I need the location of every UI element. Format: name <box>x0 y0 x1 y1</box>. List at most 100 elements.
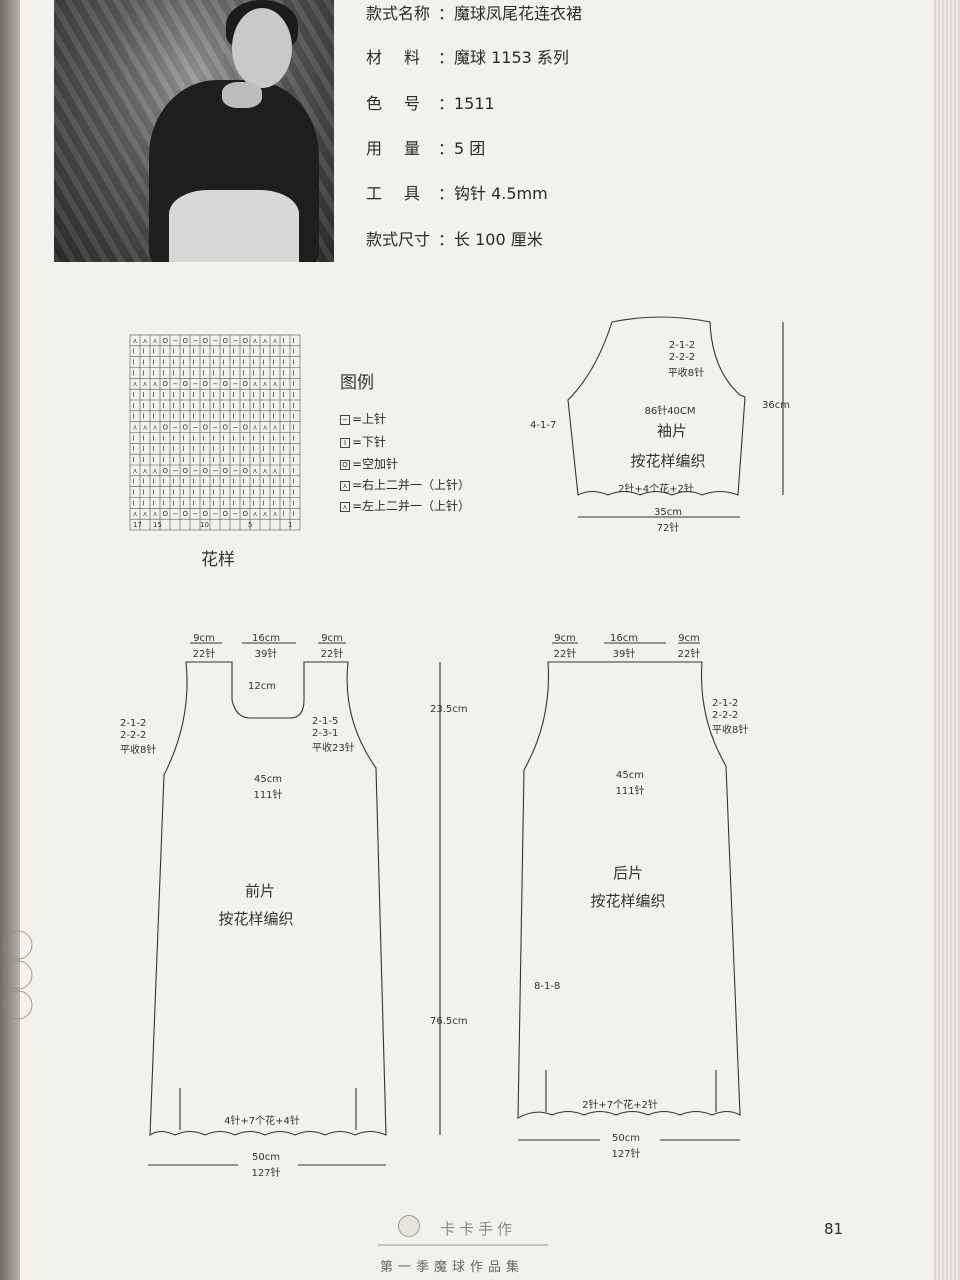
chart-symbol: I <box>283 402 285 410</box>
chart-symbol: ⋏ <box>153 510 158 518</box>
front-armhole-1: 2-1-2 <box>120 718 147 729</box>
chart-symbol: I <box>213 369 215 377</box>
chart-symbol: − <box>173 467 179 475</box>
chart-symbol: I <box>143 445 145 453</box>
chart-symbol: O <box>163 337 169 345</box>
chart-symbol: I <box>173 499 175 507</box>
chart-symbol: I <box>223 456 225 464</box>
chart-symbol: ⋏ <box>273 467 278 475</box>
chart-symbol: ⋏ <box>133 380 138 388</box>
legend-label: =下针 <box>352 435 387 449</box>
chart-symbol: I <box>213 478 215 486</box>
chart-symbol: O <box>223 380 229 388</box>
chart-symbol: I <box>213 359 215 367</box>
legend-item-left-dec: ⋏=左上二并一（上针） <box>340 497 470 514</box>
chart-symbol: I <box>293 478 295 486</box>
chart-symbol: I <box>213 499 215 507</box>
chart-symbol: I <box>143 402 145 410</box>
chart-symbol: ⋏ <box>253 424 258 432</box>
chart-symbol: − <box>233 380 239 388</box>
chart-symbol: I <box>133 499 135 507</box>
chart-caption: 花样 <box>201 550 235 570</box>
front-subtitle: 按花样编织 <box>218 910 294 928</box>
chart-symbol: ⋏ <box>143 510 148 518</box>
chart-symbol: I <box>213 434 215 442</box>
chart-symbol: I <box>253 434 255 442</box>
chart-symbol: I <box>143 489 145 497</box>
spec-color: 色号：1511 <box>366 90 495 114</box>
chart-symbol: I <box>223 402 225 410</box>
back-bottom-stitches: 127针 <box>611 1149 641 1160</box>
chart-symbol: I <box>293 359 295 367</box>
chart-col-number: 5 <box>248 521 253 529</box>
chart-symbol: I <box>293 402 295 410</box>
chart-symbol: I <box>283 489 285 497</box>
chart-symbol: ⋏ <box>253 510 258 518</box>
sleeve-title: 袖片 <box>656 422 688 440</box>
chart-symbol: I <box>263 391 265 399</box>
chart-symbol: − <box>193 510 199 518</box>
chart-symbol: ⋏ <box>153 380 158 388</box>
chart-symbol: I <box>183 445 185 453</box>
chart-symbol: O <box>243 424 249 432</box>
chart-symbol: I <box>213 391 215 399</box>
sleeve-bottom-cm: 35cm <box>654 507 682 518</box>
chart-symbol: − <box>233 337 239 345</box>
chart-symbol: I <box>243 369 245 377</box>
chart-symbol: ⋏ <box>273 510 278 518</box>
chart-symbol: I <box>213 489 215 497</box>
chart-symbol: ⋏ <box>133 337 138 345</box>
chart-symbol: I <box>133 391 135 399</box>
chart-symbol: I <box>293 424 295 432</box>
chart-symbol: I <box>153 369 155 377</box>
chart-symbol: O <box>223 510 229 518</box>
chart-symbol: I <box>293 434 295 442</box>
legend-item-right-dec: ⋏=右上二并一（上针） <box>340 476 470 493</box>
spec-label: 工具 <box>366 184 443 203</box>
chart-symbol: I <box>243 391 245 399</box>
chart-symbol: I <box>293 510 295 518</box>
chart-symbol: I <box>173 456 175 464</box>
chart-symbol: I <box>203 478 205 486</box>
chart-symbol: I <box>193 434 195 442</box>
chart-symbol: − <box>213 510 219 518</box>
chart-symbol: I <box>263 478 265 486</box>
chart-symbol: ⋏ <box>263 424 268 432</box>
chart-symbol: I <box>183 402 185 410</box>
chart-symbol: I <box>133 413 135 421</box>
chart-symbol: I <box>293 369 295 377</box>
back-hem-repeat: 2针+7个花+2针 <box>582 1100 658 1111</box>
sleeve-height: 36cm <box>762 400 790 411</box>
chart-symbol: I <box>183 413 185 421</box>
spec-value: ：长 100 厘米 <box>438 230 543 249</box>
spec-value: ：钩针 4.5mm <box>438 184 548 203</box>
chart-symbol: I <box>253 369 255 377</box>
chart-symbol: I <box>283 478 285 486</box>
chart-symbol: I <box>283 434 285 442</box>
chart-symbol: I <box>183 456 185 464</box>
chart-symbol: I <box>273 391 275 399</box>
chart-symbol: O <box>163 510 169 518</box>
chart-symbol: I <box>233 499 235 507</box>
chart-symbol: O <box>243 467 249 475</box>
chart-symbol: ⋏ <box>133 424 138 432</box>
chart-symbol: I <box>263 456 265 464</box>
chart-symbol: I <box>203 402 205 410</box>
front-top-right-st: 22针 <box>320 649 344 660</box>
chart-symbol: I <box>263 369 265 377</box>
chart-symbol: − <box>173 337 179 345</box>
chart-symbol: O <box>203 337 209 345</box>
chart-symbol: I <box>143 359 145 367</box>
chart-symbol: I <box>143 391 145 399</box>
chart-symbol: I <box>253 478 255 486</box>
spec-value: ：5 团 <box>438 139 486 158</box>
chart-symbol: I <box>143 413 145 421</box>
chart-symbol: I <box>163 359 165 367</box>
chart-symbol: I <box>293 456 295 464</box>
page-stack-edge <box>934 0 960 1280</box>
chart-symbol: I <box>143 499 145 507</box>
footer-brand: 卡卡手作 <box>440 1220 517 1238</box>
chart-symbol: I <box>183 369 185 377</box>
legend-label: =上针 <box>352 412 387 426</box>
chart-symbol: O <box>223 467 229 475</box>
